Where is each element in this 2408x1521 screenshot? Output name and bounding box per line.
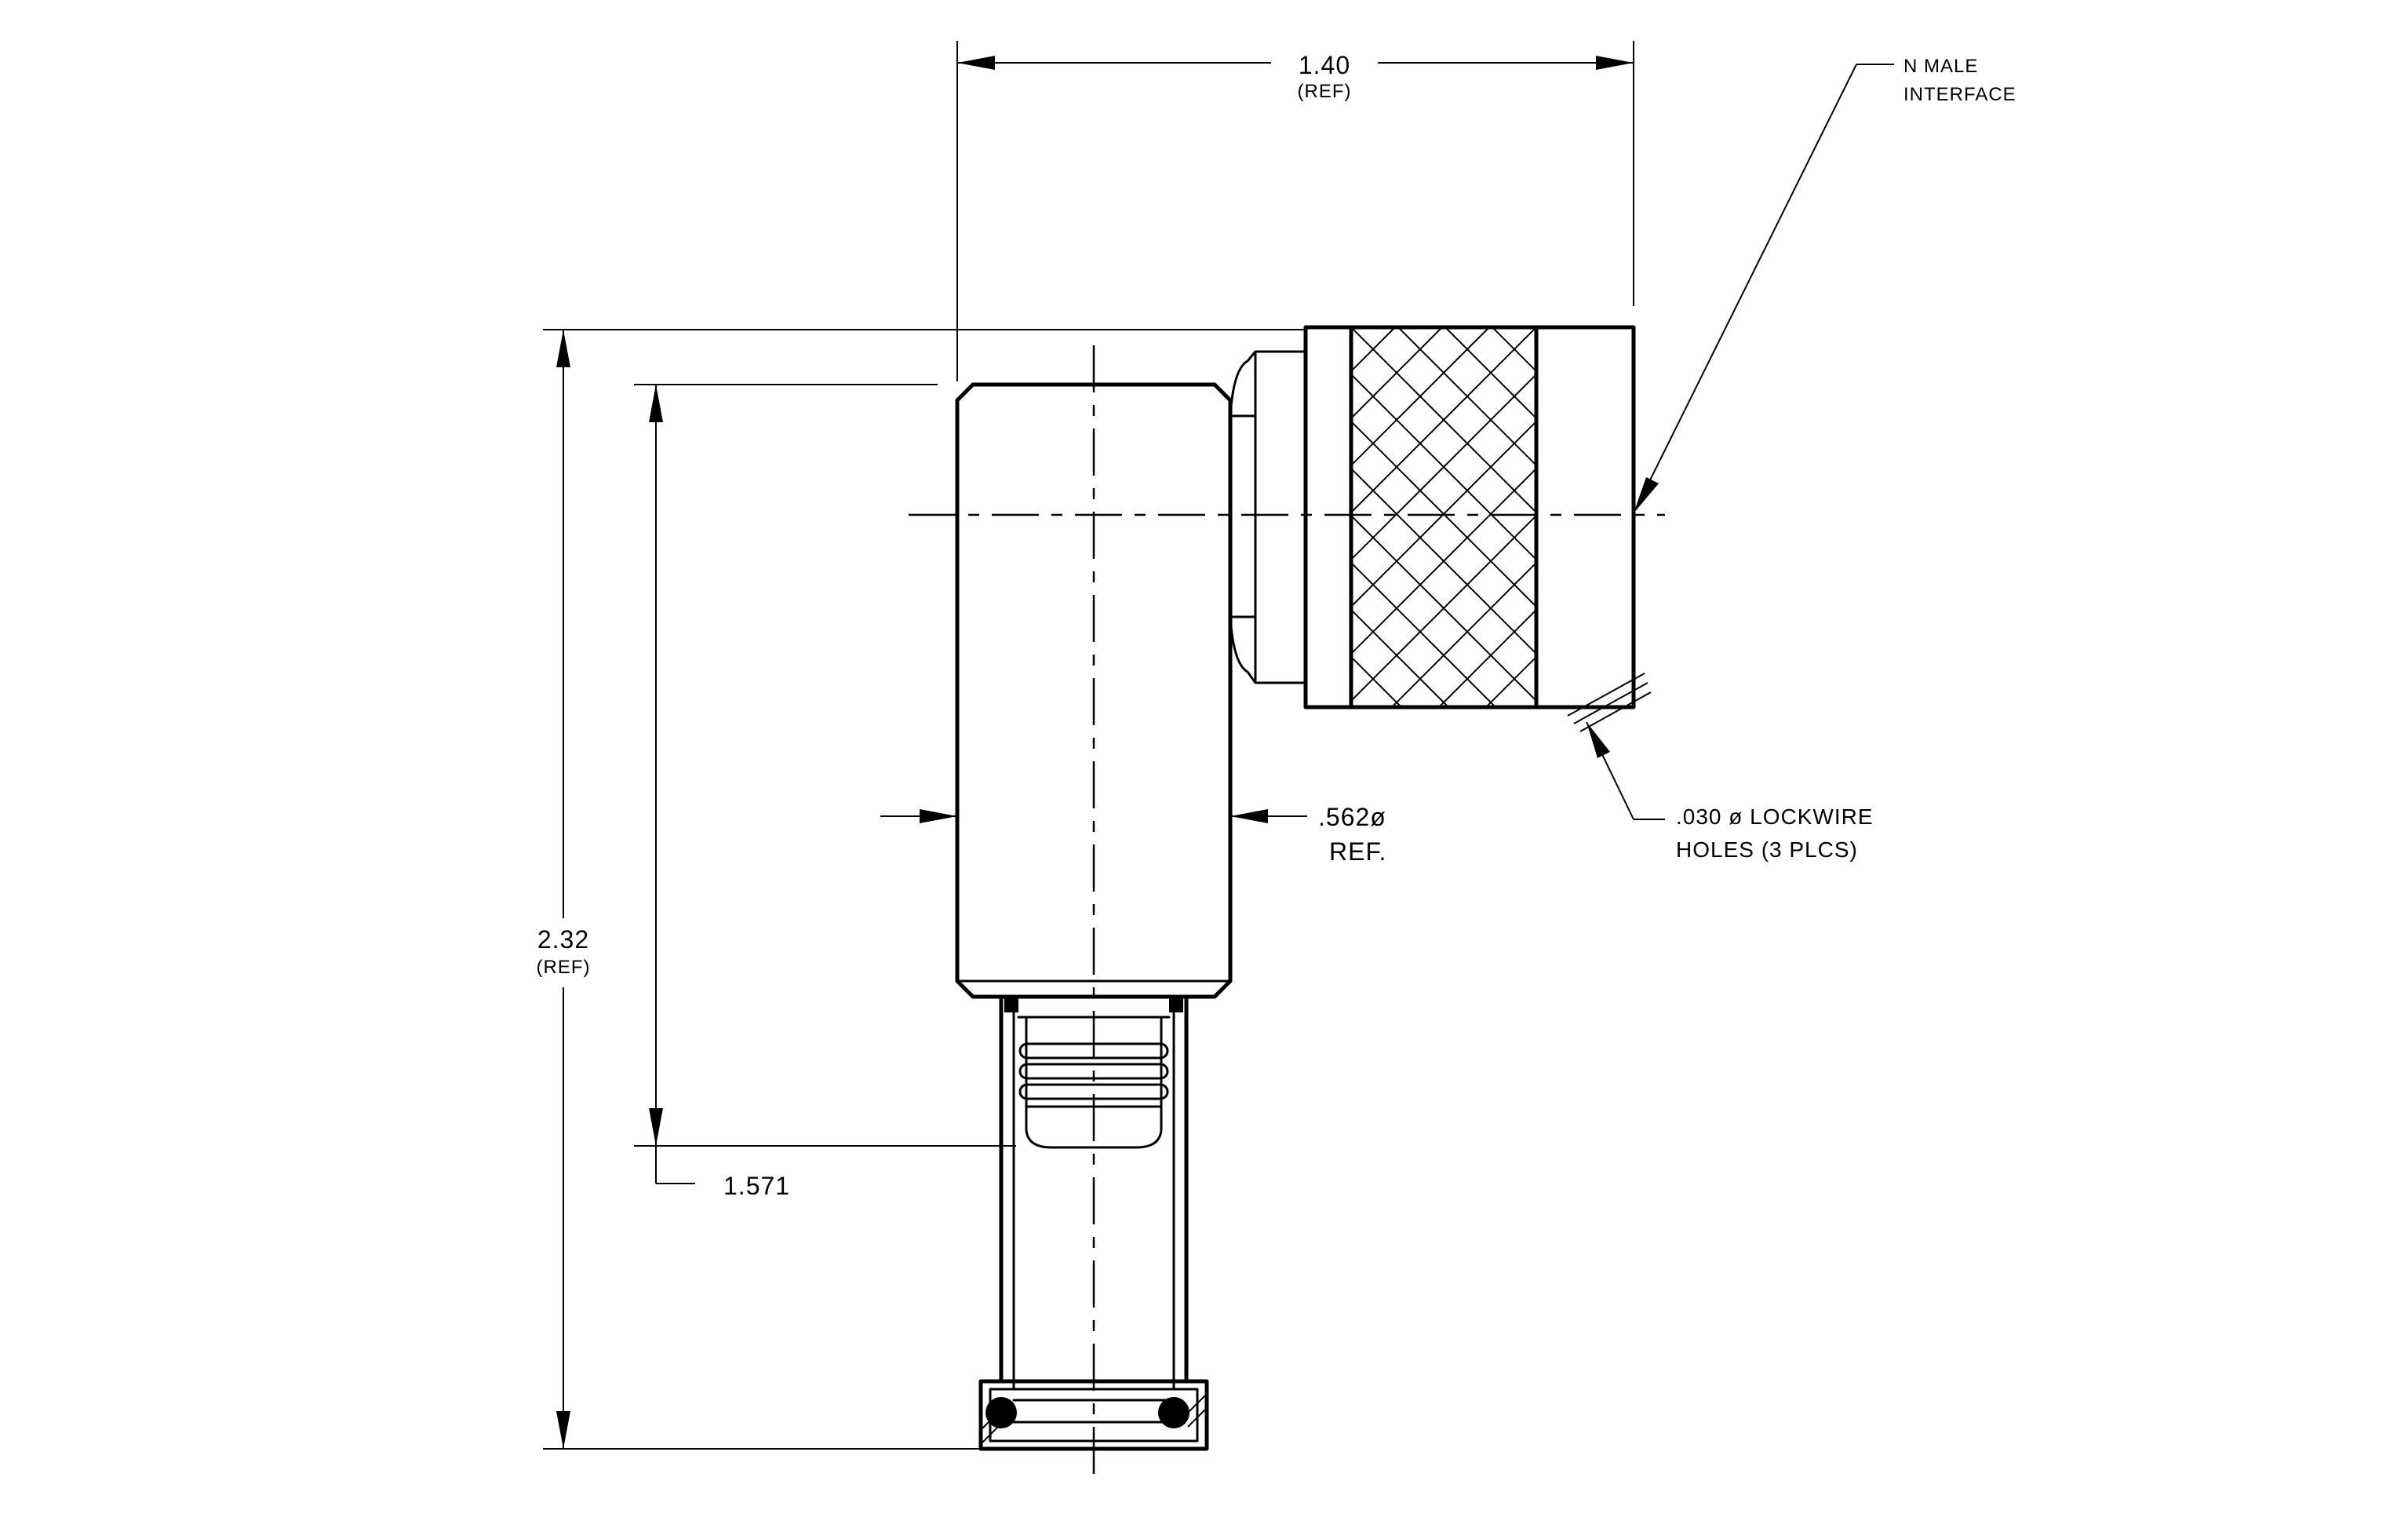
dimension-length-value: 1.571 xyxy=(723,1172,790,1200)
knurl-pattern xyxy=(1351,327,1536,707)
dimension-width-note: (REF) xyxy=(1298,81,1352,102)
dimension-width xyxy=(957,56,1634,70)
dimension-height-value: 2.32 xyxy=(537,925,589,954)
dimension-width-value: 1.40 xyxy=(1299,51,1350,79)
dimension-diameter xyxy=(880,809,1307,823)
dimension-height-note: (REF) xyxy=(537,957,591,978)
dimension-length xyxy=(649,385,695,1184)
interface-label-line2: INTERFACE xyxy=(1903,84,2016,105)
connector-body xyxy=(955,382,1233,999)
dimension-diameter-value: .562ø xyxy=(1318,803,1386,831)
coupling-nut xyxy=(1303,325,1652,732)
extension-lines xyxy=(543,41,1634,1450)
dimension-diameter-note: REF. xyxy=(1329,837,1386,866)
cable-sleeve xyxy=(978,997,1209,1451)
lockwire-label-line1: .030 ø LOCKWIRE xyxy=(1676,804,1874,829)
interface-label-line1: N MALE xyxy=(1903,56,1978,77)
interface-leader xyxy=(1633,64,1894,514)
lockwire-label-line2: HOLES (3 PLCS) xyxy=(1676,837,1858,862)
lockwire-leader xyxy=(1586,721,1665,820)
connector-neck xyxy=(1229,350,1307,684)
center-lines xyxy=(909,345,1665,1475)
dimension-height xyxy=(556,330,570,1449)
